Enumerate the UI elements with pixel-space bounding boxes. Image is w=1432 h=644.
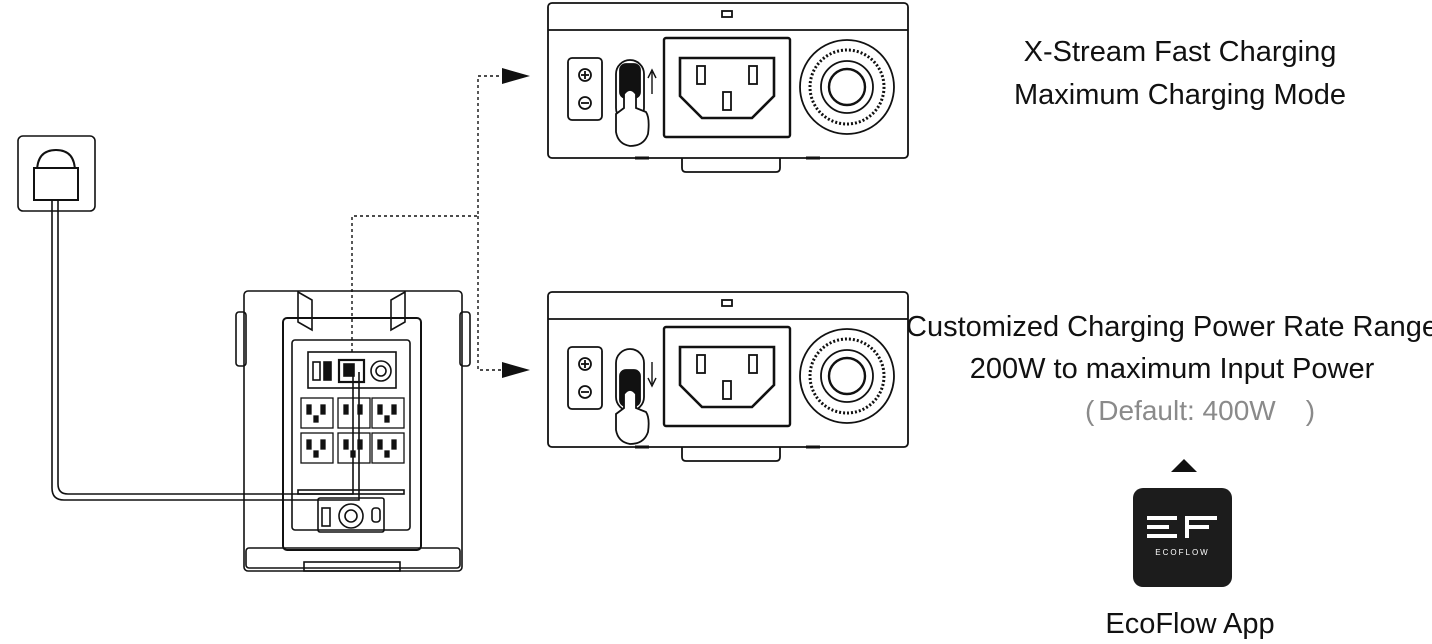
finger-icon-up: [615, 89, 650, 147]
ecoflow-logo-word: ECOFLOW: [1155, 548, 1210, 557]
arrow-to-bottom-panel: [502, 362, 530, 378]
ecoflow-logo-icon: [1147, 516, 1217, 538]
input-panel-custom-charge: [547, 291, 909, 462]
connector-lines: [351, 75, 506, 371]
default-value: Default: 400W: [1098, 395, 1276, 426]
power-station-device: [235, 290, 471, 572]
triangle-up-icon: [1171, 459, 1197, 472]
custom-mode-range: 200W to maximum Input Power: [969, 353, 1375, 385]
app-label: EcoFlow App: [1105, 608, 1275, 640]
ecoflow-app-icon: [1133, 488, 1232, 587]
custom-mode-default: ( Default: 400W ): [1030, 395, 1370, 427]
fast-mode-subtitle: Maximum Charging Mode: [1013, 79, 1346, 111]
wall-outlet-icon: [17, 135, 96, 212]
finger-icon-down: [615, 389, 650, 445]
arrow-to-top-panel: [502, 68, 530, 84]
custom-mode-title: Customized Charging Power Rate Range: [906, 311, 1432, 343]
input-panel-fast-charge: [547, 2, 909, 173]
power-cable: [51, 200, 360, 501]
default-close-paren: ): [1305, 395, 1316, 426]
fast-mode-title: X-Stream Fast Charging: [1023, 36, 1337, 68]
default-open-paren: (: [1084, 395, 1095, 426]
